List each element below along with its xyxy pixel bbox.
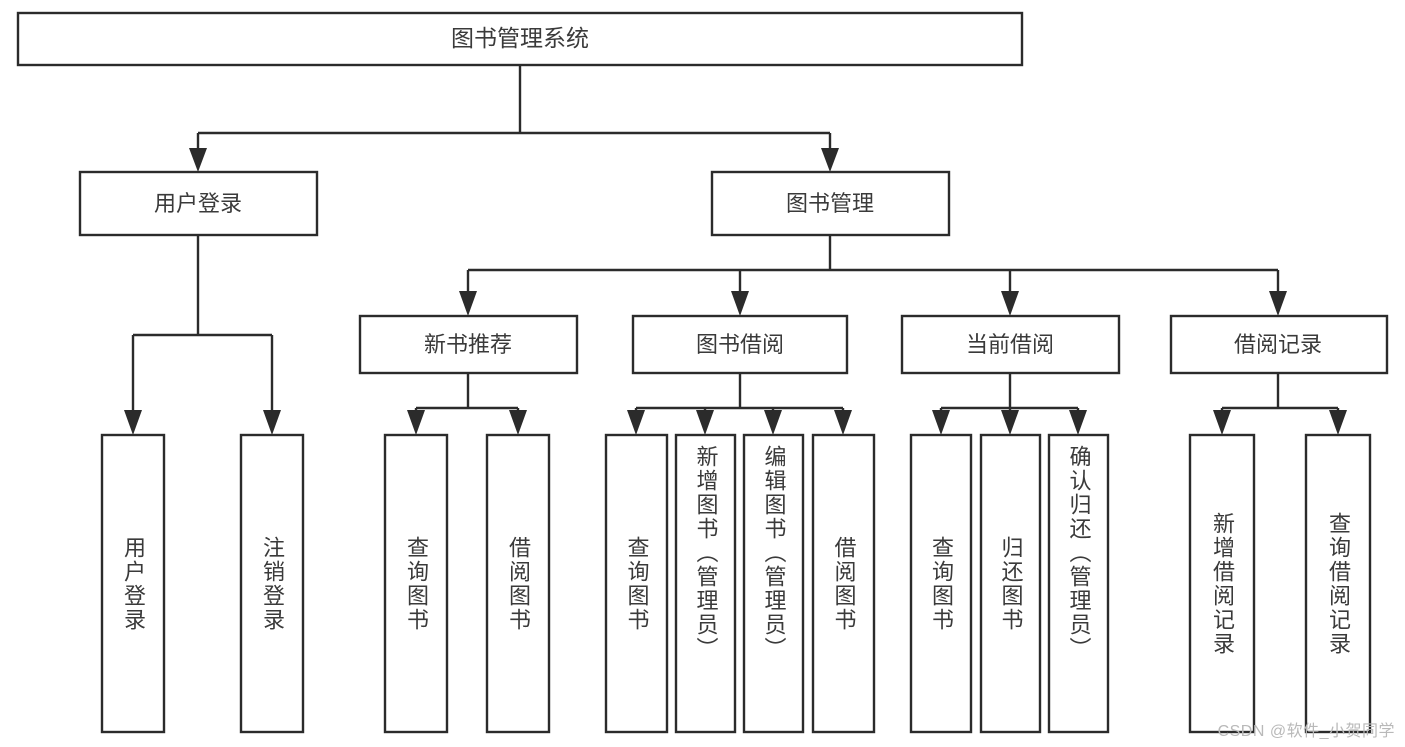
node-book-management-box[interactable] [710, 170, 951, 237]
leaf-add-record-box[interactable] [1188, 433, 1256, 734]
arrow-head-leaf-edit-book [764, 410, 782, 435]
leaf-box-layer [100, 433, 1372, 734]
arrow-head-book-management [821, 148, 839, 172]
arrow-head-leaf-query-book-1 [407, 410, 425, 435]
arrow-head-leaf-query-book-2 [627, 410, 645, 435]
node-book-borrow-label: 图书借阅 [696, 332, 784, 357]
leaf-confirm-return-box[interactable] [1047, 433, 1110, 734]
node-user-login-box[interactable] [78, 170, 319, 237]
arrow-head-leaf-user-login [124, 410, 142, 435]
node-new-book-recommend[interactable]: 新书推荐 [358, 314, 579, 375]
arrow-head-borrow-record [1269, 291, 1287, 316]
node-current-borrow[interactable]: 当前借阅 [900, 314, 1121, 375]
arrow-head-leaf-query-record [1329, 410, 1347, 435]
leaf-add-book-box[interactable] [674, 433, 737, 734]
arrow-head-leaf-return-book [1001, 410, 1019, 435]
node-current-borrow-label: 当前借阅 [966, 332, 1054, 357]
arrow-head-user-login [189, 148, 207, 172]
connector-layer [124, 65, 1347, 435]
arrow-head-leaf-logout [263, 410, 281, 435]
node-current-borrow-box[interactable] [900, 314, 1121, 375]
leaf-logout-box[interactable] [239, 433, 305, 734]
arrow-head-leaf-add-record [1213, 410, 1231, 435]
node-user-login[interactable]: 用户登录 [78, 170, 319, 237]
arrow-head-new-book-recommend [459, 291, 477, 316]
leaf-query-record-box[interactable] [1304, 433, 1372, 734]
node-borrow-record-label: 借阅记录 [1234, 332, 1322, 357]
node-book-borrow-box[interactable] [631, 314, 849, 375]
node-borrow-record-box[interactable] [1169, 314, 1389, 375]
node-book-management-label: 图书管理 [786, 191, 874, 216]
watermark-text: CSDN @软件_小贺同学 [1217, 723, 1395, 740]
leaf-borrow-book-1-box[interactable] [485, 433, 551, 734]
leaf-return-book-box[interactable] [979, 433, 1042, 734]
leaf-query-book-3-box[interactable] [909, 433, 973, 734]
node-new-book-recommend-label: 新书推荐 [424, 332, 512, 357]
arrow-head-leaf-query-book-3 [932, 410, 950, 435]
node-user-login-label: 用户登录 [154, 191, 242, 216]
node-new-book-recommend-box[interactable] [358, 314, 579, 375]
leaf-borrow-book-2-box[interactable] [811, 433, 876, 734]
node-book-management[interactable]: 图书管理 [710, 170, 951, 237]
node-borrow-record[interactable]: 借阅记录 [1169, 314, 1389, 375]
node-root-title-label: 图书管理系统 [451, 25, 589, 51]
node-root-title-box[interactable] [16, 11, 1024, 67]
arrow-head-current-borrow [1001, 291, 1019, 316]
leaf-user-login-box[interactable] [100, 433, 166, 734]
node-book-borrow[interactable]: 图书借阅 [631, 314, 849, 375]
arrow-head-leaf-add-book [696, 410, 714, 435]
arrow-head-book-borrow [731, 291, 749, 316]
node-root-title[interactable]: 图书管理系统 [16, 11, 1024, 67]
leaf-query-book-2-box[interactable] [604, 433, 669, 734]
leaf-edit-book-box[interactable] [742, 433, 805, 734]
arrow-head-leaf-borrow-book-2 [834, 410, 852, 435]
leaf-query-book-1-box[interactable] [383, 433, 449, 734]
arrow-head-leaf-borrow-book-1 [509, 410, 527, 435]
arrow-head-leaf-confirm-return [1069, 410, 1087, 435]
